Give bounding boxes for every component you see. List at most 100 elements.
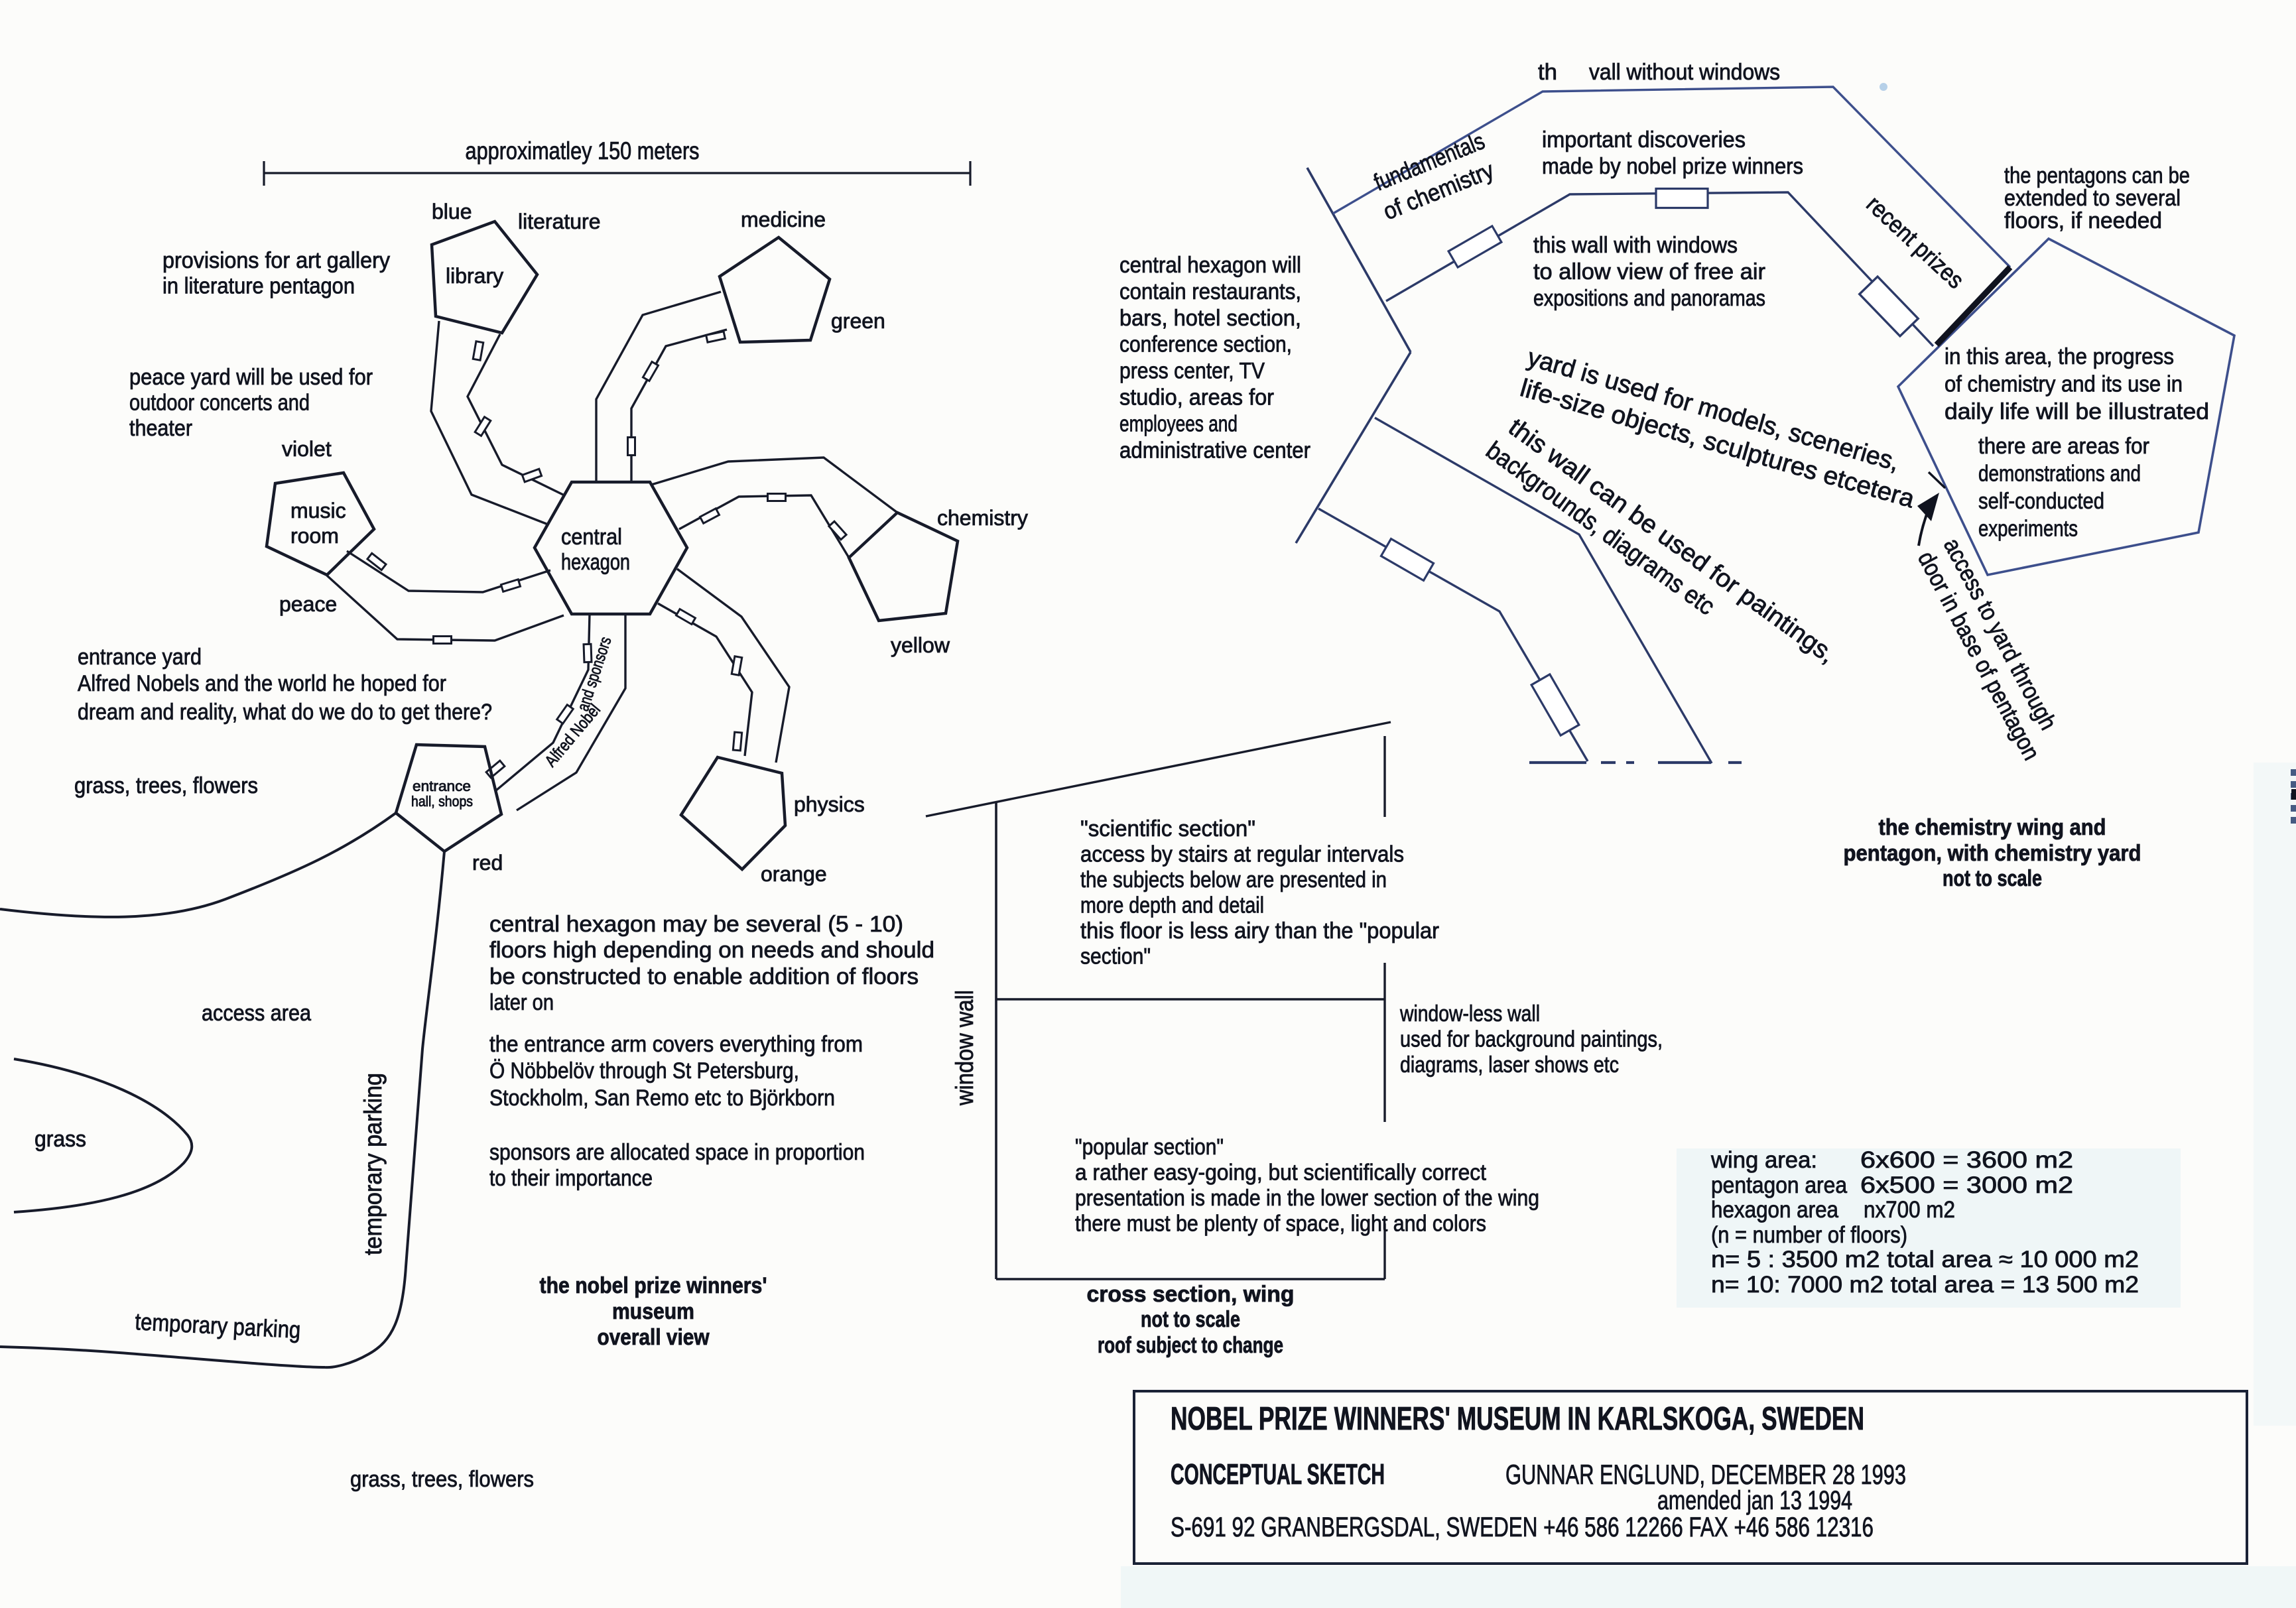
svg-text:GUNNAR ENGLUND, DECEMBER 28 1: GUNNAR ENGLUND, DECEMBER 28 1993 <box>1505 1459 1906 1490</box>
svg-text:studio, areas for: studio, areas for <box>1119 385 1274 410</box>
svg-text:sponsors are allocated space i: sponsors are allocated space in proporti… <box>489 1140 865 1165</box>
svg-text:Ö Nöbbelöv through St Petersbu: Ö Nöbbelöv through St Petersburg, <box>489 1058 799 1083</box>
svg-text:not to scale: not to scale <box>1943 866 2042 891</box>
svg-text:the entrance arm covers everyt: the entrance arm covers everything from <box>489 1032 863 1057</box>
svg-text:medicine: medicine <box>741 208 826 231</box>
svg-text:experiments: experiments <box>1978 517 2078 542</box>
svg-text:grass, trees, flowers: grass, trees, flowers <box>350 1467 534 1492</box>
svg-text:(n = number of floors): (n = number of floors) <box>1711 1222 1907 1248</box>
svg-text:there must be plenty of space,: there must be plenty of space, light and… <box>1075 1211 1486 1237</box>
svg-text:"popular section": "popular section" <box>1075 1135 1224 1160</box>
svg-text:a rather easy-going, but scien: a rather easy-going, but scientifically … <box>1075 1160 1487 1186</box>
svg-text:conference section,: conference section, <box>1119 332 1292 357</box>
svg-text:made by nobel prize winners: made by nobel prize winners <box>1542 154 1803 179</box>
svg-text:daily life will be illustrated: daily life will be illustrated <box>1945 399 2209 424</box>
svg-text:roof subject to change: roof subject to change <box>1098 1333 1283 1358</box>
svg-text:red: red <box>472 851 503 875</box>
svg-text:press center, TV: press center, TV <box>1119 359 1265 384</box>
svg-text:vall without windows: vall without windows <box>1589 60 1780 85</box>
svg-text:green: green <box>831 309 885 333</box>
svg-text:wing area:: wing area: <box>1710 1147 1817 1173</box>
svg-text:yellow: yellow <box>891 633 950 657</box>
svg-text:entrance: entrance <box>413 778 471 794</box>
svg-text:peace: peace <box>279 592 337 616</box>
svg-text:Stockholm, San Remo etc to Bjö: Stockholm, San Remo etc to Björkborn <box>489 1085 835 1111</box>
svg-text:the chemistry wing and: the chemistry wing and <box>1879 815 2106 840</box>
svg-text:floors, if needed: floors, if needed <box>2004 208 2162 233</box>
svg-text:overall view: overall view <box>598 1325 710 1350</box>
svg-text:entrance yard: entrance yard <box>78 645 202 670</box>
svg-text:of chemistry and its use in: of chemistry and its use in <box>1945 372 2183 397</box>
svg-text:physics: physics <box>794 792 865 816</box>
svg-text:hexagon: hexagon <box>561 550 630 575</box>
svg-text:music: music <box>290 499 346 523</box>
svg-text:diagrams, laser shows etc: diagrams, laser shows etc <box>1400 1052 1619 1078</box>
svg-text:peace yard will be used for: peace yard will be used for <box>129 365 373 390</box>
svg-text:CONCEPTUAL SKETCH: CONCEPTUAL SKETCH <box>1171 1458 1385 1491</box>
svg-text:grass: grass <box>34 1127 86 1152</box>
svg-text:the nobel prize winners': the nobel prize winners' <box>540 1273 767 1298</box>
svg-text:this floor is less airy than t: this floor is less airy than the "popula… <box>1080 918 1439 944</box>
svg-text:pentagon, with chemistry yard: pentagon, with chemistry yard <box>1844 841 2141 866</box>
svg-text:to their importance: to their importance <box>489 1166 653 1191</box>
svg-text:theater: theater <box>129 416 192 441</box>
svg-text:access by stairs at regular in: access by stairs at regular intervals <box>1080 842 1404 867</box>
svg-text:pentagon area: pentagon area <box>1711 1172 1847 1198</box>
svg-text:access area: access area <box>202 1001 311 1026</box>
svg-text:this wall with windows: this wall with windows <box>1533 233 1738 258</box>
svg-text:NOBEL PRIZE WINNERS' MUSEUM IN: NOBEL PRIZE WINNERS' MUSEUM IN KARLSKOGA… <box>1171 1401 1864 1437</box>
svg-text:grass, trees, flowers: grass, trees, flowers <box>74 773 258 798</box>
svg-text:used for background paintings,: used for background paintings, <box>1400 1027 1663 1052</box>
svg-text:"scientific section": "scientific section" <box>1080 816 1255 841</box>
svg-text:section": section" <box>1080 944 1151 969</box>
svg-text:museum: museum <box>612 1299 694 1324</box>
svg-text:floors high depending on needs: floors high depending on needs and shoul… <box>489 938 934 963</box>
svg-text:extended to several: extended to several <box>2004 186 2181 211</box>
svg-text:nx700 m2: nx700 m2 <box>1864 1197 1955 1223</box>
svg-text:S-691 92 GRANBERGSDAL, SWEDEN: S-691 92 GRANBERGSDAL, SWEDEN +46 586 12… <box>1171 1511 1874 1542</box>
svg-text:the pentagons can be: the pentagons can be <box>2004 163 2190 188</box>
svg-text:room: room <box>290 524 339 548</box>
svg-text:later on: later on <box>489 990 554 1015</box>
svg-text:the subjects below are present: the subjects below are presented in <box>1080 867 1387 893</box>
svg-text:Alfred Nobels and the world he: Alfred Nobels and the world he hoped for <box>78 671 446 696</box>
svg-text:demonstrations and: demonstrations and <box>1978 462 2141 487</box>
svg-text:employees and: employees and <box>1119 411 1238 436</box>
svg-text:n= 10: 7000 m2 total area = 1: n= 10: 7000 m2 total area = 13 500 m2 <box>1711 1272 2139 1298</box>
svg-text:orange: orange <box>761 862 827 886</box>
svg-text:library: library <box>446 264 503 288</box>
svg-text:in this area, the progress: in this area, the progress <box>1945 344 2174 369</box>
svg-text:administrative center: administrative center <box>1119 438 1310 463</box>
svg-text:be constructed to enable addit: be constructed to enable addition of flo… <box>489 964 919 989</box>
svg-text:central hexagon may be several: central hexagon may be several (5 - 10) <box>489 912 903 937</box>
svg-text:central hexagon will: central hexagon will <box>1119 253 1301 278</box>
svg-text:n= 5 : 3500 m2 total area ≈: n= 5 : 3500 m2 total area ≈ 10 000 m2 <box>1711 1247 2139 1272</box>
svg-text:expositions and panoramas: expositions and panoramas <box>1533 286 1765 311</box>
svg-text:important discoveries: important discoveries <box>1542 127 1746 153</box>
svg-text:window-less wall: window-less wall <box>1399 1001 1540 1026</box>
svg-text:outdoor concerts and: outdoor concerts and <box>129 391 310 416</box>
svg-text:blue: blue <box>432 200 472 223</box>
svg-text:provisions for art gallery: provisions for art gallery <box>162 248 390 273</box>
svg-text:not to scale: not to scale <box>1141 1307 1240 1332</box>
svg-text:hall, shops: hall, shops <box>411 793 473 810</box>
svg-text:central: central <box>561 525 622 550</box>
svg-text:approximatley 150 meters: approximatley 150 meters <box>466 137 700 164</box>
svg-text:temporary parking: temporary parking <box>359 1073 387 1255</box>
svg-text:window wall: window wall <box>951 990 978 1106</box>
svg-text:to allow view of free air: to allow view of free air <box>1533 259 1765 284</box>
svg-text:6x600 = 3600 m2: 6x600 = 3600 m2 <box>1860 1147 2073 1173</box>
svg-text:presentation is made in the lo: presentation is made in the lower sectio… <box>1075 1186 1539 1211</box>
svg-text:th: th <box>1538 60 1557 85</box>
svg-text:more depth and detail: more depth and detail <box>1080 893 1264 918</box>
svg-text:bars, hotel section,: bars, hotel section, <box>1119 306 1301 331</box>
svg-text:cross section, wing: cross section, wing <box>1087 1282 1295 1307</box>
svg-text:6x500 = 3000 m2: 6x500 = 3000 m2 <box>1860 1172 2073 1198</box>
svg-text:hexagon area: hexagon area <box>1711 1197 1838 1223</box>
svg-text:violet: violet <box>282 437 332 461</box>
svg-text:dream and reality, what do we: dream and reality, what do we do to get … <box>78 700 492 725</box>
svg-text:literature: literature <box>518 210 601 233</box>
svg-text:in literature pentagon: in literature pentagon <box>162 274 355 299</box>
svg-text:contain restaurants,: contain restaurants, <box>1119 279 1301 304</box>
svg-text:self-conducted: self-conducted <box>1978 489 2104 514</box>
